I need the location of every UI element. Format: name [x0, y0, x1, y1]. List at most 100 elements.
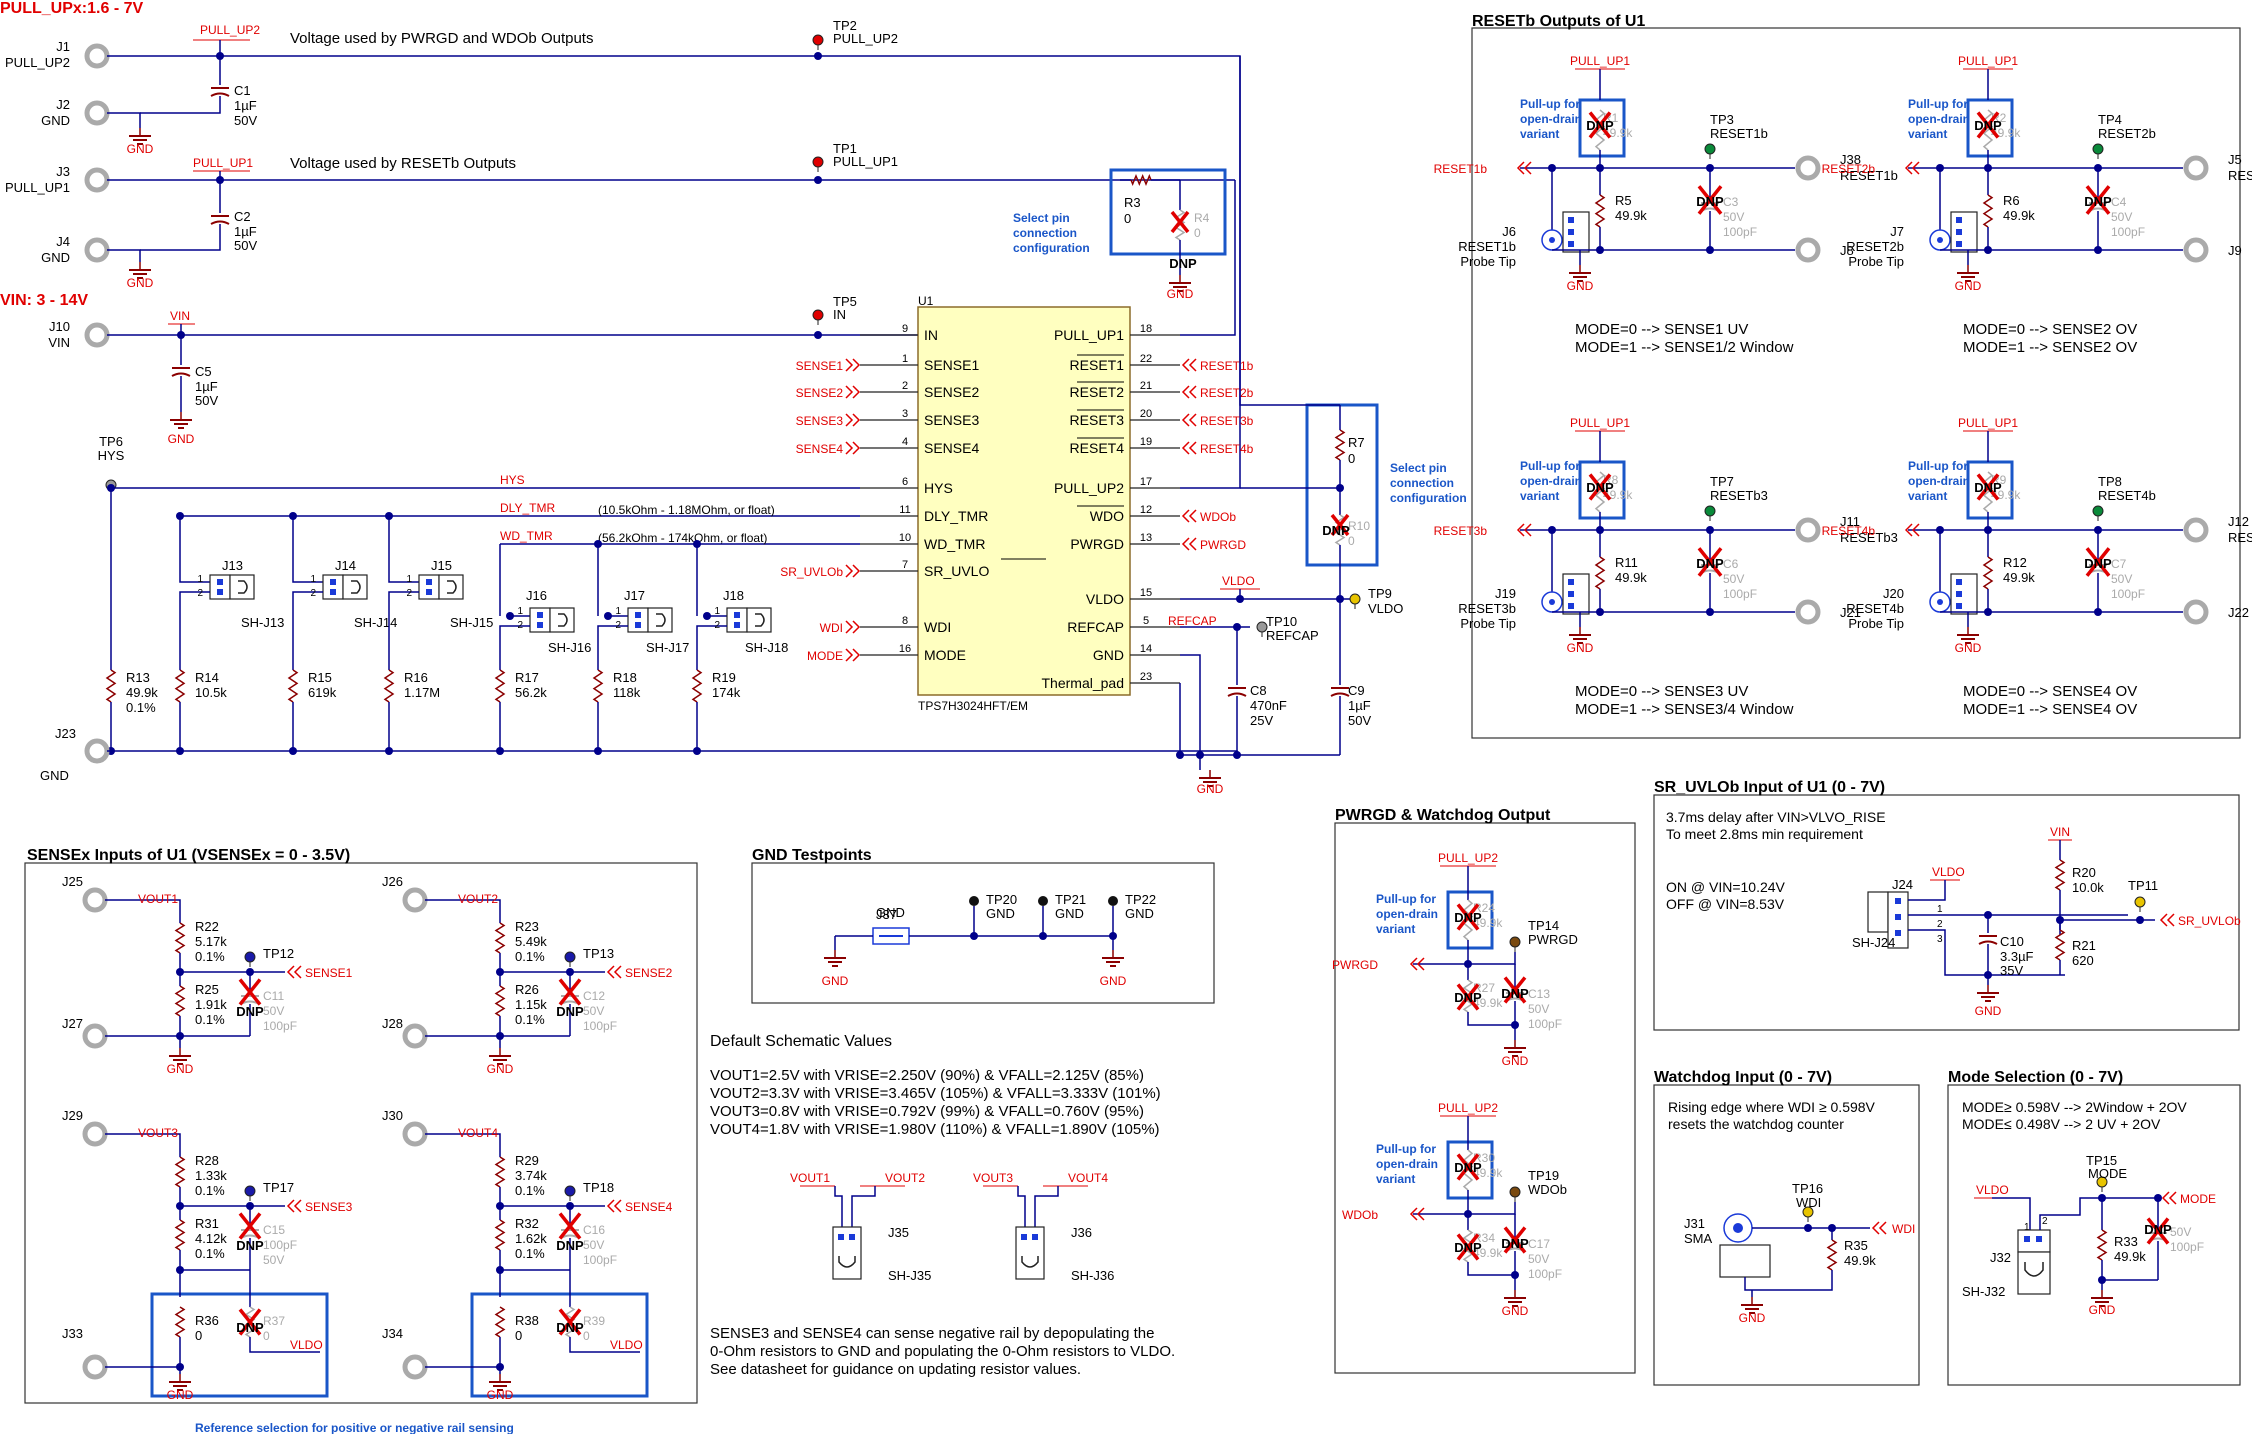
section-title: SR_UVLOb Input of U1 (0 - 7V)	[1654, 779, 1885, 796]
testpoint-icon	[1509, 1186, 1521, 1198]
wire	[2085, 185, 2111, 215]
label-text: GND	[167, 1388, 194, 1402]
label-text: 100pF	[583, 1019, 617, 1033]
dnp-label: DNP	[2084, 556, 2112, 571]
pullup-box	[1966, 98, 2014, 158]
port-arrow-icon	[1904, 161, 1913, 175]
probe-icon	[1549, 599, 1555, 605]
label-text: C5	[195, 364, 212, 379]
label-text: PWRGD	[1332, 958, 1378, 972]
port-label: WDOb	[1200, 510, 1236, 524]
label-text: J28	[382, 1016, 403, 1031]
testpoint-icon	[812, 34, 824, 46]
label-text: Pull-up for	[1520, 97, 1580, 111]
pin-name: HYS	[924, 480, 953, 496]
label-text: PULL_UP1	[833, 154, 898, 169]
label-text: MODE=1 --> SENSE2 OV	[1963, 339, 2137, 356]
pin-name: PULL_UP1	[1054, 327, 1124, 343]
label-text: VLDO	[1976, 1183, 2009, 1197]
label-text: 1	[1937, 904, 1943, 915]
wire	[1976, 111, 2000, 139]
label-text: SH-J18	[745, 640, 788, 655]
junction-dot	[1984, 246, 1992, 254]
pin-name: WDO	[1090, 508, 1124, 524]
dnp-label: DNP	[1696, 194, 1724, 209]
label-text: 620	[2072, 953, 2094, 968]
label-text: variant	[1376, 922, 1415, 936]
connector-pin	[402, 1354, 428, 1380]
header-pin	[426, 579, 432, 585]
label-text: TP6	[99, 434, 123, 449]
header-pin	[1568, 241, 1574, 247]
port-arrow-icon	[293, 965, 302, 979]
label-text: MODE=0 --> SENSE2 OV	[1963, 321, 2137, 338]
label-text: R22	[195, 919, 219, 934]
wire	[2146, 1217, 2170, 1245]
label-text: VIN	[48, 335, 70, 350]
pullup-header: PULL_UPx:1.6 - 7V	[0, 0, 143, 17]
label-text: J11	[1840, 514, 1860, 529]
dnp-label: DNP	[236, 1238, 264, 1253]
junction-dot	[176, 512, 184, 520]
wire	[1456, 1153, 1480, 1181]
label-text: 0	[195, 1328, 202, 1343]
junction-dot	[2136, 916, 2144, 924]
label-text: RESET2b	[2098, 126, 2156, 141]
label-text: 174k	[712, 685, 741, 700]
pin-name: MODE	[924, 647, 966, 663]
label-text: J8	[1840, 243, 1854, 258]
section-frame	[1334, 822, 1636, 1374]
label-text: variant	[1908, 489, 1947, 503]
dnp-label: DNP	[1454, 990, 1482, 1005]
label-text: RESET1b	[1434, 162, 1488, 176]
dnp-label: DNP	[1586, 118, 1614, 133]
label-text: GND	[40, 768, 69, 783]
resistor	[2096, 1229, 2108, 1261]
label-text: 100pF	[1723, 587, 1757, 601]
resistor	[1982, 556, 1994, 590]
label-text: RESETb3	[1710, 488, 1768, 503]
label-text: WDI	[1892, 1222, 1915, 1236]
wire	[107, 249, 141, 262]
wire	[292, 516, 323, 583]
label-text: R37	[263, 1314, 285, 1328]
label-text: J3	[56, 164, 70, 179]
label-text: SH-J14	[354, 615, 397, 630]
label-text: OFF @ VIN=8.53V	[1666, 896, 1785, 912]
junction-dot	[385, 512, 393, 520]
resistor	[174, 1156, 186, 1188]
wire	[238, 978, 262, 1006]
label-text: R19	[712, 670, 736, 685]
label-text: SH-J35	[888, 1268, 931, 1283]
header-pin	[2036, 1236, 2042, 1242]
label-text: R32	[515, 1216, 539, 1231]
label-text: GND	[1125, 906, 1154, 921]
label-text: RESET1b	[1458, 239, 1516, 254]
resistor	[1594, 471, 1606, 513]
sma-connector-icon	[1733, 1223, 1743, 1233]
sma-body	[1719, 1244, 1771, 1278]
header-icon	[627, 607, 649, 633]
label-text: GND	[1055, 906, 1084, 921]
wire	[558, 978, 582, 1006]
label-text: 1µF	[234, 98, 257, 113]
connector-pin	[2183, 155, 2209, 181]
label-text: 0.1%	[195, 1183, 225, 1198]
label-text: 100pF	[2170, 1240, 2204, 1254]
label-text: 2	[615, 620, 621, 631]
label-text: PULL_UP1	[1958, 416, 2018, 430]
label-text: TP10	[1266, 614, 1297, 629]
wire	[238, 1308, 262, 1336]
label-text: TP19	[1528, 1168, 1559, 1183]
label-text: 0	[263, 1329, 270, 1343]
label-text: Pull-up for	[1376, 1142, 1436, 1156]
wire	[1588, 111, 1612, 139]
connector-pin	[84, 100, 110, 126]
wire	[851, 1186, 876, 1227]
wire	[107, 112, 141, 128]
header-pin	[1956, 579, 1962, 585]
pin-name: SR_UVLO	[924, 563, 989, 579]
resistor	[2054, 859, 2066, 891]
connector-pin	[84, 167, 110, 193]
testpoint-icon	[2134, 896, 2146, 908]
